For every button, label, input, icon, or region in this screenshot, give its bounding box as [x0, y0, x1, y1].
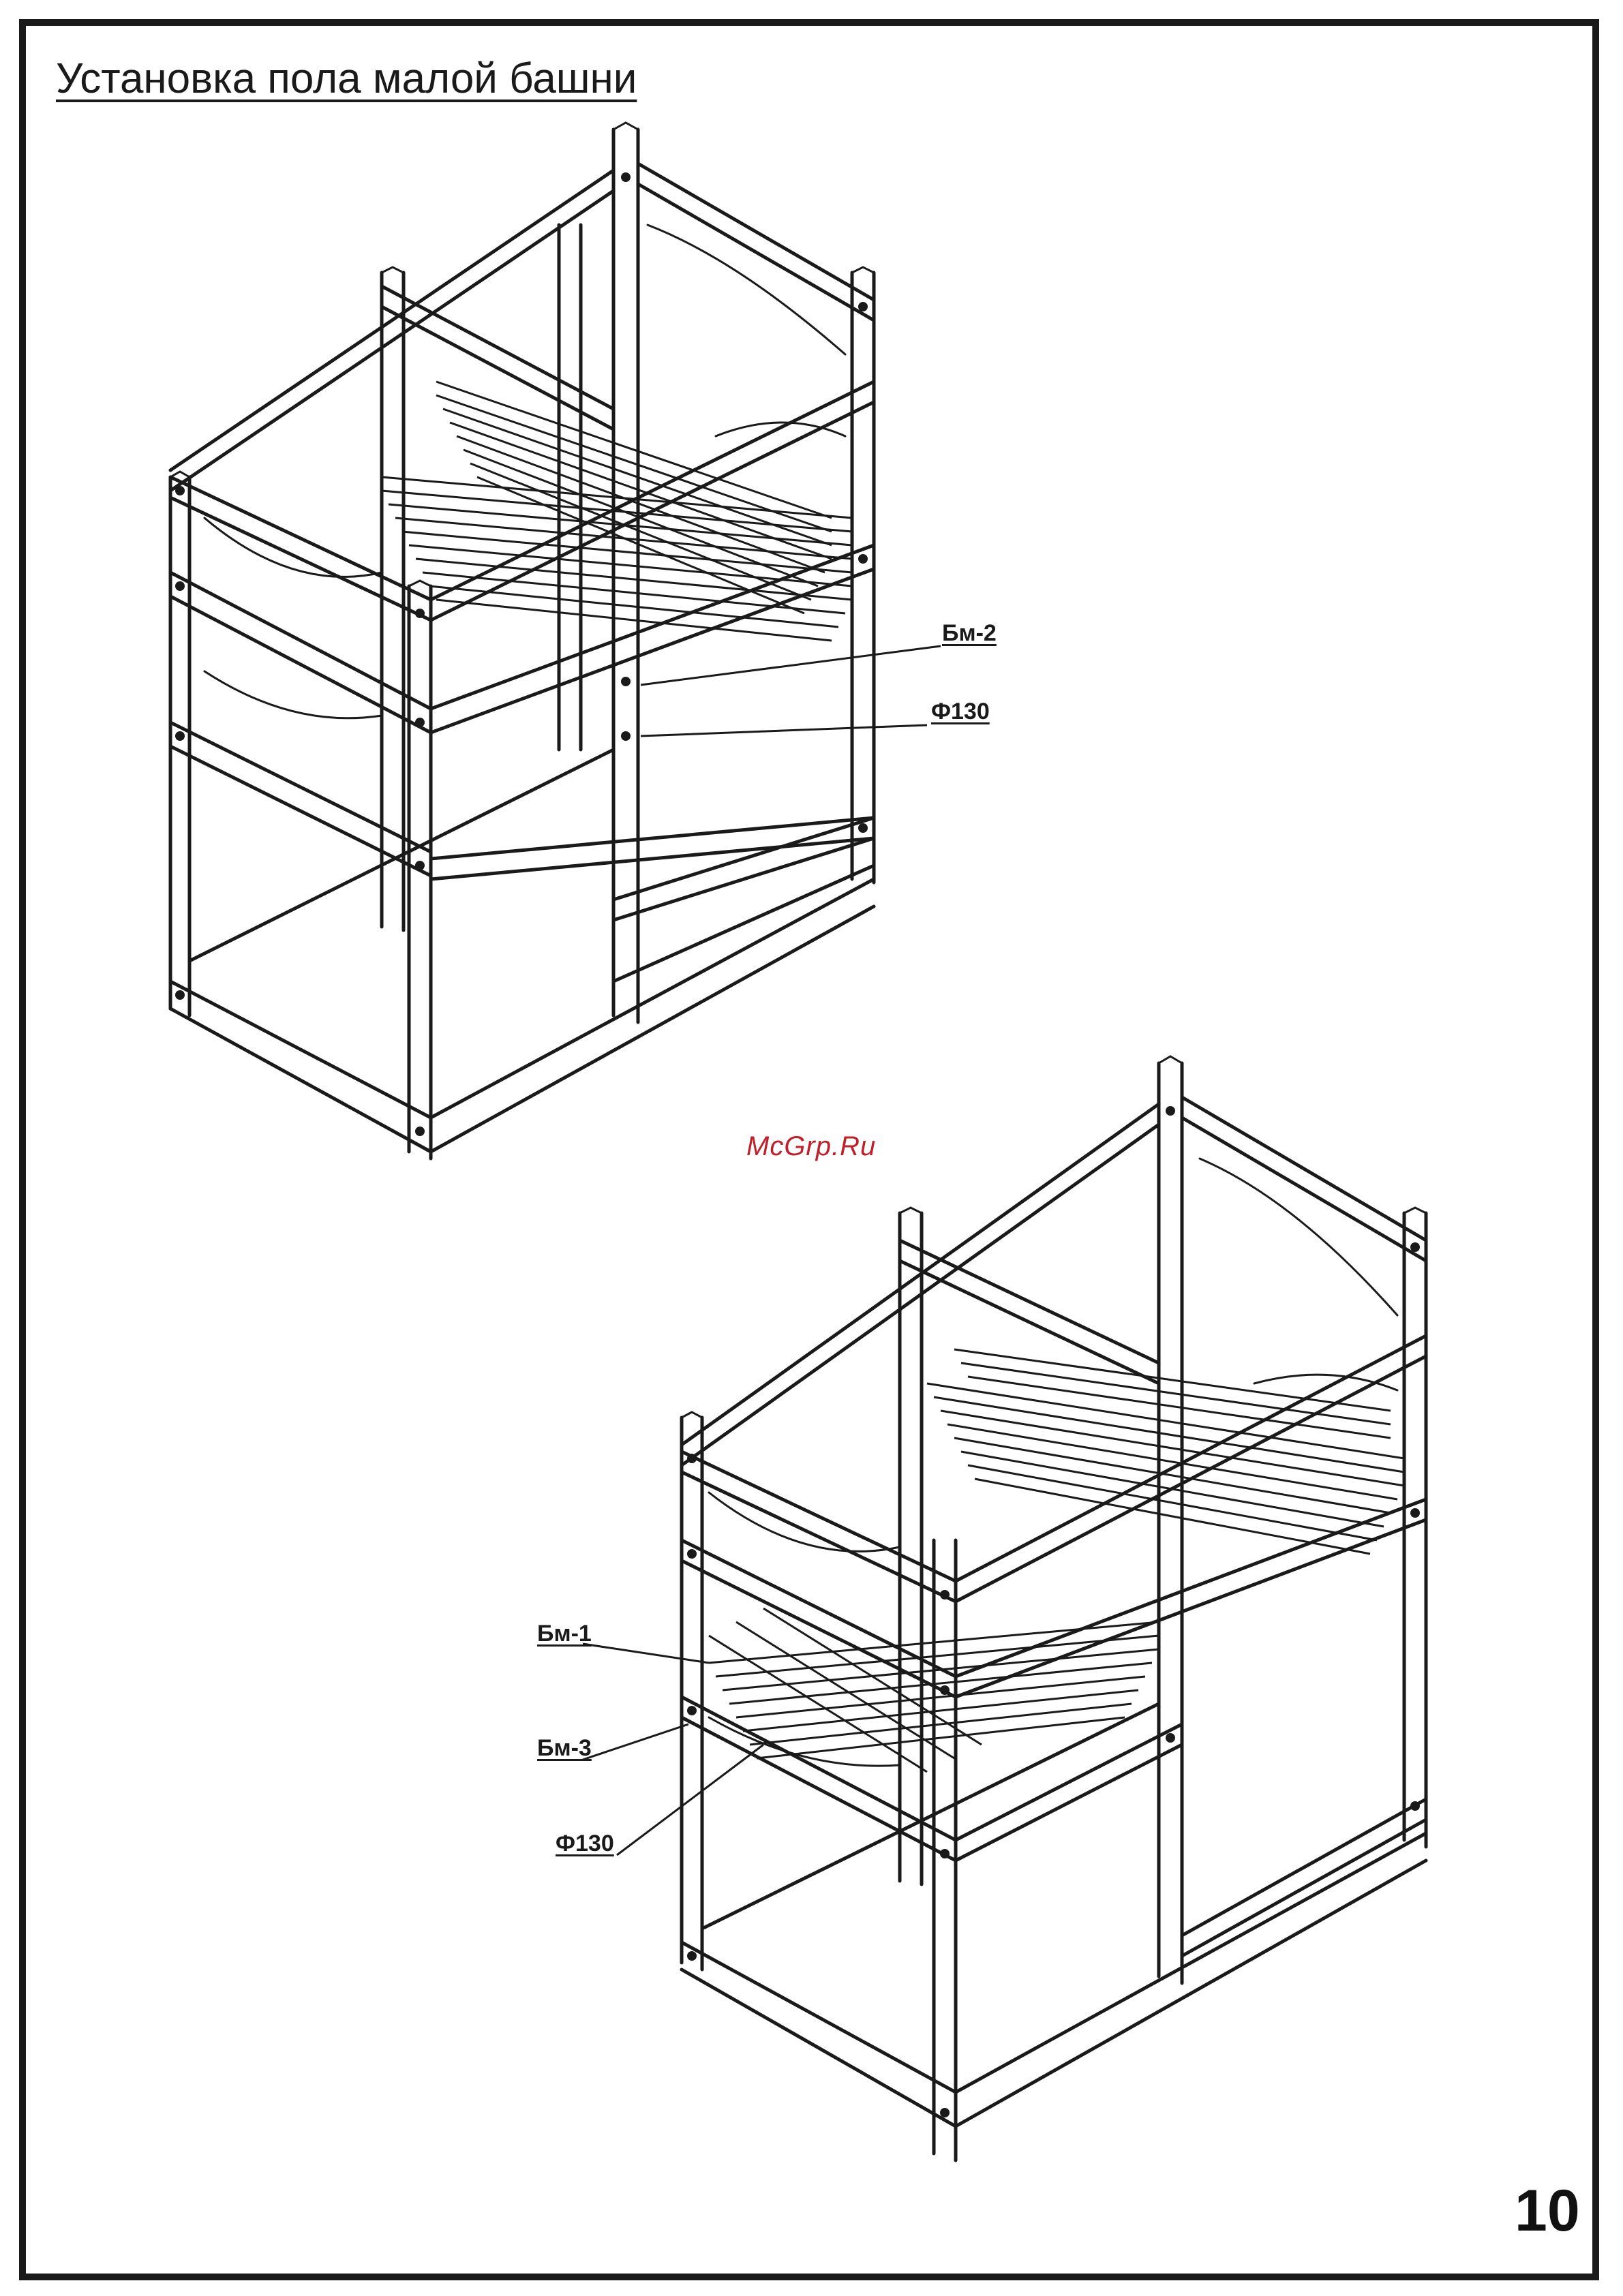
bolt-marks-bottom: [687, 1106, 1420, 2117]
floor-slats-bottom-upper: [927, 1349, 1404, 1554]
callout-bm3-bottom: Бм-3: [537, 1735, 592, 1762]
page-number: 10: [1515, 2177, 1580, 2245]
tower-frame-bottom: [682, 1056, 1426, 2160]
callout-bm1-bottom: Бм-1: [537, 1621, 592, 1647]
callout-phi130-bottom: Ф130: [556, 1831, 614, 1857]
